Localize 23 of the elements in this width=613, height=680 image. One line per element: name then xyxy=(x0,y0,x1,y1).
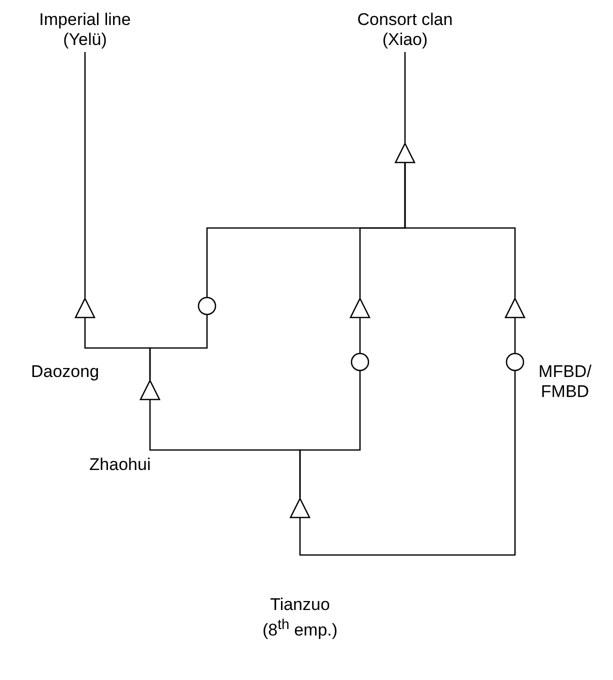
male-triangle xyxy=(75,298,95,318)
person-name: Tianzuo (8$^{th}$ emp.) xyxy=(261,595,339,641)
male-triangle xyxy=(290,498,310,518)
kinship-line xyxy=(84,52,86,298)
kinship-line xyxy=(359,318,361,353)
kinship-line xyxy=(404,52,406,143)
female-circle xyxy=(351,353,369,371)
kinship-line xyxy=(299,371,516,556)
kinship-line xyxy=(404,163,516,298)
person-name: Daozong xyxy=(30,362,100,382)
kinship-line xyxy=(514,318,516,353)
male-triangle xyxy=(140,380,160,400)
person-name: MFBD/ FMBD xyxy=(538,362,592,402)
female-circle xyxy=(506,353,524,371)
male-triangle xyxy=(350,298,370,318)
kinship-line xyxy=(149,315,208,380)
group-label: Consort clan (Xiao) xyxy=(335,10,475,50)
male-triangle xyxy=(505,298,525,318)
group-label: Imperial line (Yelü) xyxy=(15,10,155,50)
male-triangle xyxy=(395,143,415,163)
female-circle xyxy=(198,297,216,315)
person-name: Zhaohui xyxy=(88,455,152,475)
kinship-line xyxy=(299,371,361,498)
